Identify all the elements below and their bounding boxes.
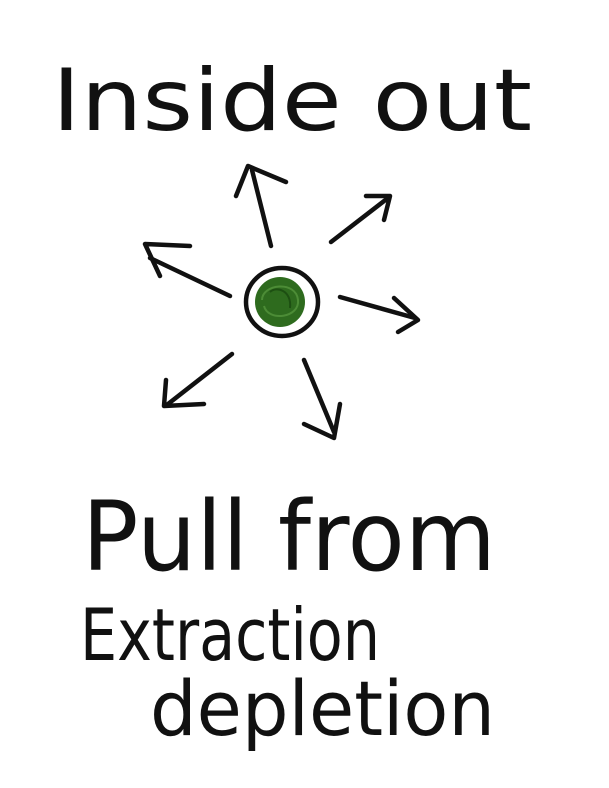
bottom-phrase-2: Extraction — [80, 593, 380, 677]
bottom-phrase-3: depletion — [150, 664, 495, 753]
arrow-right — [337, 294, 421, 335]
arrow-lower-left — [161, 351, 235, 409]
bottom-phrase-1: Pull from — [82, 481, 496, 593]
center-node — [243, 265, 321, 339]
arrow-up — [233, 163, 289, 249]
radiating-arrows — [142, 163, 421, 441]
arrow-down — [301, 357, 343, 441]
top-phrase: Inside out — [52, 51, 532, 151]
arrow-upper-right — [328, 193, 393, 245]
arrow-left — [142, 241, 233, 299]
